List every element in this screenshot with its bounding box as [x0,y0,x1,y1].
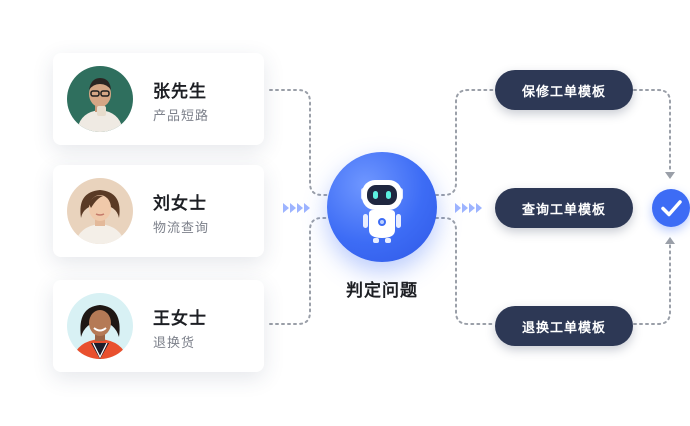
template-pill-3[interactable]: 退换工单模板 [495,306,633,346]
customer-topic: 产品短路 [153,109,210,124]
check-circle-icon [661,200,682,217]
flow-arrows-right [455,203,482,213]
connector-to-check-bottom [633,243,671,325]
flow-arrows-left [283,203,310,213]
connector-to-check-top [633,89,671,173]
robot-icon [361,180,403,243]
avatar [67,293,133,359]
customer-card-3[interactable]: 王女士 退换货 [53,280,264,372]
template-pill-2[interactable]: 查询工单模板 [495,188,633,228]
connector-customer-1 [269,89,329,196]
connector-template-1 [435,89,495,196]
customer-name: 张先生 [153,82,207,102]
customer-card-1[interactable]: 张先生 产品短路 [53,53,264,145]
customer-card-2[interactable]: 刘女士 物流查询 [53,165,264,257]
avatar [67,178,133,244]
robot-node[interactable] [327,152,437,262]
customer-topic: 物流查询 [153,221,210,236]
connector-template-3 [435,217,495,325]
arrow-up-icon [665,237,675,244]
customer-name: 王女士 [153,309,207,329]
center-label: 判定问题 [346,281,418,301]
template-pill-1[interactable]: 保修工单模板 [495,70,633,110]
arrow-down-icon [665,172,675,179]
customer-name: 刘女士 [153,194,207,214]
customer-topic: 退换货 [153,336,196,351]
result-node[interactable] [652,189,690,227]
avatar [67,66,133,132]
connector-customer-3 [269,217,329,325]
